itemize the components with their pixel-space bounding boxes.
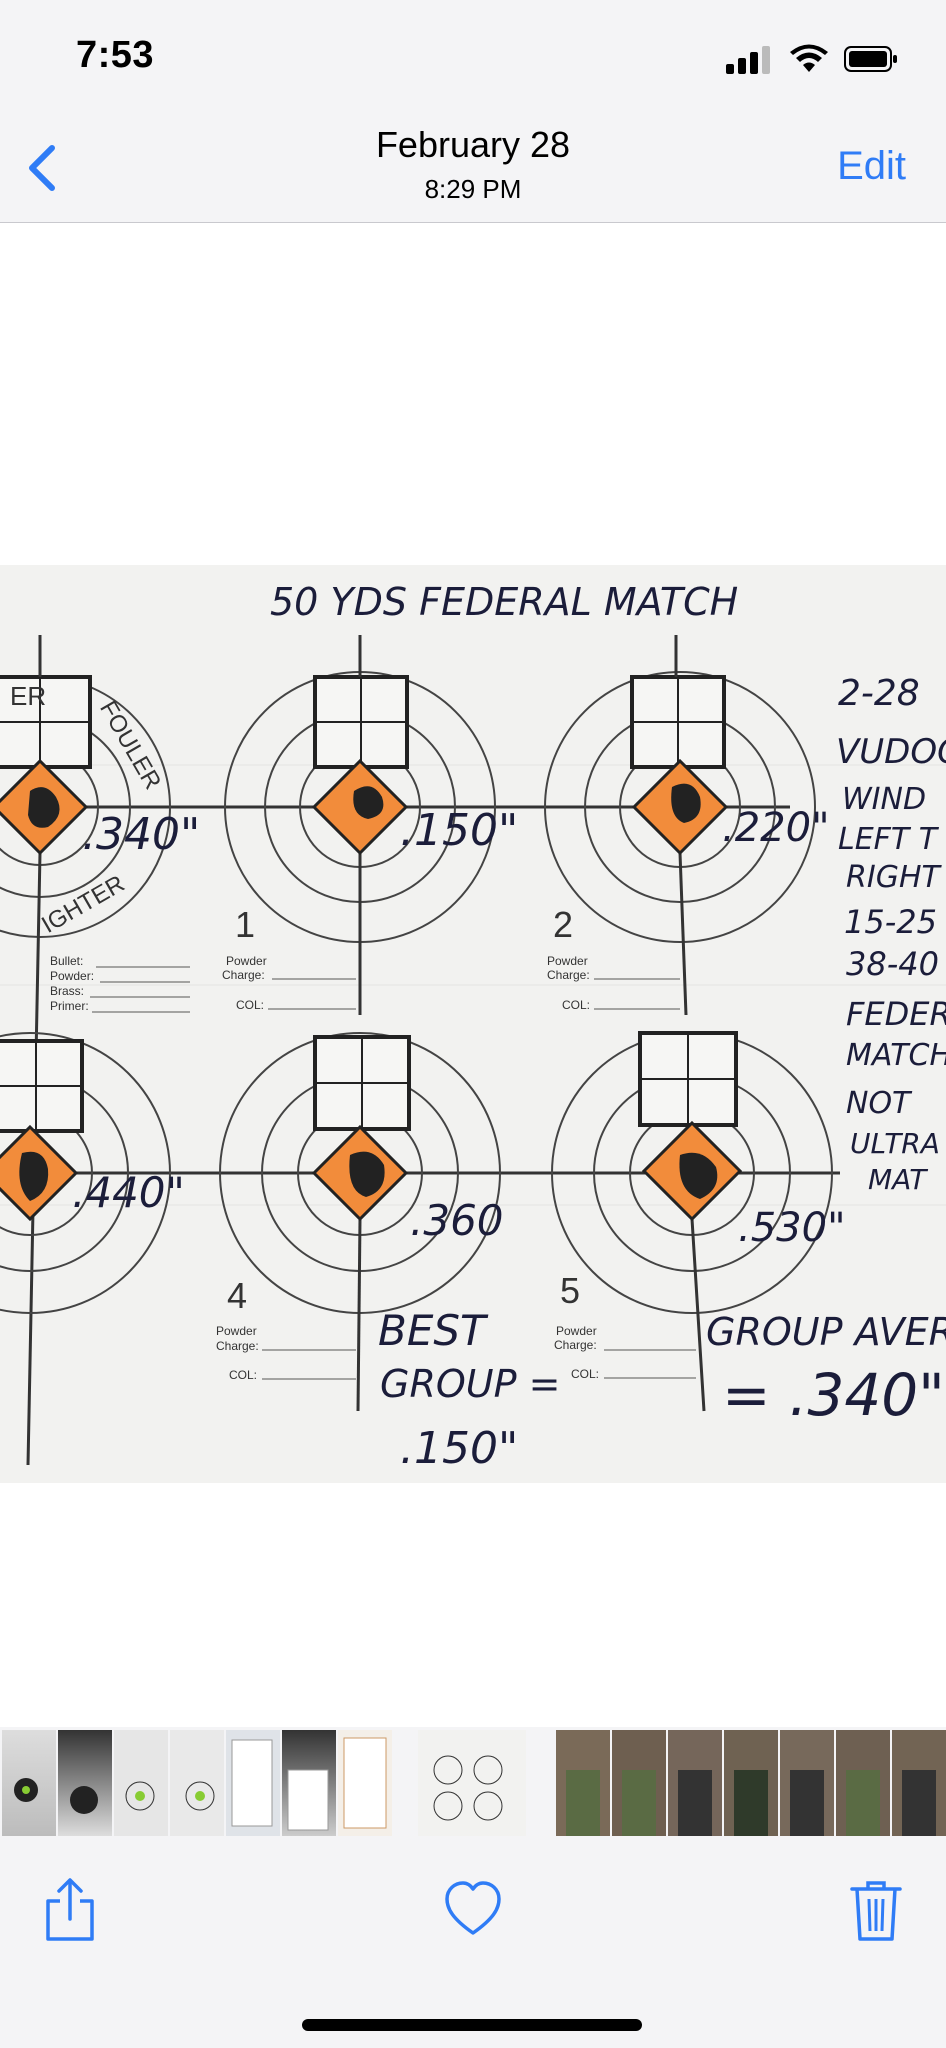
- battery-icon: [844, 46, 897, 72]
- group-size-2: .220": [722, 805, 829, 851]
- powder-label-5: Powder: [556, 1324, 597, 1338]
- thumbnail[interactable]: [892, 1730, 946, 1836]
- chevron-left-icon[interactable]: [18, 136, 68, 200]
- thumbnail[interactable]: [780, 1730, 834, 1836]
- status-time: 7:53: [76, 34, 155, 76]
- side-note-1: VUDOO: [836, 732, 946, 772]
- side-notes: 2-28 VUDOO WIND LEFT T RIGHT 15-25 38-40…: [836, 673, 946, 1196]
- side-note-4: RIGHT: [846, 860, 942, 895]
- charge-label-4: Charge:: [216, 1339, 259, 1353]
- thumbnail[interactable]: [282, 1730, 336, 1836]
- side-note-6: 38-40: [846, 945, 939, 983]
- thumbnail[interactable]: [556, 1730, 610, 1836]
- group-size-4: .360: [410, 1196, 504, 1245]
- group-size-3: .440": [72, 1168, 185, 1217]
- home-indicator[interactable]: [302, 2019, 642, 2031]
- col-label-2: COL:: [562, 998, 590, 1012]
- target-4: .360 4 Powder Charge: COL:: [216, 1032, 504, 1412]
- cellular-signal-icon: [726, 44, 776, 74]
- side-note-10: ULTRA: [850, 1127, 940, 1160]
- bullet-label: Bullet:: [50, 954, 83, 968]
- bottom-toolbar: [0, 1839, 946, 2048]
- thumbnail[interactable]: [58, 1730, 112, 1836]
- thumbnail-current[interactable]: [418, 1730, 526, 1836]
- photo-viewer[interactable]: 50 YDS FEDERAL MATCH ER FOULER IGHTER .: [0, 223, 946, 1727]
- status-icons: [726, 44, 906, 74]
- target-2: .220" 2 Powder Charge: COL:: [544, 635, 829, 1016]
- side-note-5: 15-25: [844, 903, 937, 941]
- col-label-4: COL:: [229, 1368, 257, 1382]
- charge-label-5: Charge:: [554, 1338, 597, 1352]
- side-note-8: MATCH: [846, 1038, 946, 1073]
- share-icon[interactable]: [40, 1875, 100, 1945]
- brass-label: Brass:: [50, 984, 84, 998]
- thumbnail-strip[interactable]: [0, 1727, 946, 1839]
- thumbnail[interactable]: [612, 1730, 666, 1836]
- target-1: .150" 1 Powder Charge: COL:: [222, 635, 518, 1015]
- side-note-9: NOT: [846, 1086, 913, 1121]
- thumbnail[interactable]: [836, 1730, 890, 1836]
- thumbnail[interactable]: [114, 1730, 168, 1836]
- thumbnail[interactable]: [226, 1730, 280, 1836]
- side-note-2: WIND: [842, 782, 926, 817]
- side-note-11: MAT: [868, 1163, 928, 1196]
- target-number-5: 5: [560, 1270, 580, 1311]
- status-bar: 7:53: [0, 0, 946, 120]
- group-size-0: .340": [82, 809, 200, 860]
- group-size-5: .530": [738, 1205, 845, 1251]
- powder-label-1: Powder: [226, 954, 267, 968]
- col-label-1: COL:: [236, 998, 264, 1012]
- side-note-0: 2-28: [838, 673, 920, 714]
- primer-label: Primer:: [50, 999, 89, 1013]
- photo-date: February 28: [375, 124, 571, 165]
- thumbnail[interactable]: [170, 1730, 224, 1836]
- best-group-line-2: GROUP =: [380, 1362, 560, 1406]
- target-number-2: 2: [553, 904, 573, 945]
- target-5: .530" 5 Powder Charge: COL:: [551, 1031, 845, 1412]
- target-number-4: 4: [227, 1275, 247, 1316]
- wifi-icon: [790, 44, 828, 72]
- group-average-line-2: = .340": [722, 1361, 945, 1429]
- side-note-7: FEDER: [846, 995, 946, 1033]
- group-average-line-1: GROUP AVER: [706, 1310, 946, 1354]
- target-number-1: 1: [235, 904, 255, 945]
- target-3: .440": [0, 1032, 185, 1314]
- heart-icon[interactable]: [443, 1875, 503, 1945]
- edit-button[interactable]: Edit: [837, 144, 906, 188]
- target-photo[interactable]: 50 YDS FEDERAL MATCH ER FOULER IGHTER .: [0, 565, 946, 1483]
- trash-icon[interactable]: [846, 1875, 906, 1945]
- thumbnail[interactable]: [668, 1730, 722, 1836]
- thumbnail[interactable]: [724, 1730, 778, 1836]
- photo-time: 8:29 PM: [424, 174, 522, 204]
- charge-label-2: Charge:: [547, 968, 590, 982]
- nav-title: February 28 8:29 PM: [0, 124, 946, 205]
- thumbnail[interactable]: [2, 1730, 56, 1836]
- group-size-1: .150": [400, 805, 518, 856]
- target-sheet: 50 YDS FEDERAL MATCH ER FOULER IGHTER .: [0, 580, 946, 1474]
- powder-label: Powder:: [50, 969, 94, 983]
- powder-label-4: Powder: [216, 1324, 257, 1338]
- stamp-text-0: ER: [10, 681, 46, 711]
- col-label-5: COL:: [571, 1367, 599, 1381]
- stamp-text-2: IGHTER: [37, 870, 129, 939]
- thumbnail[interactable]: [338, 1730, 392, 1836]
- best-group-line-1: BEST: [378, 1306, 489, 1355]
- navigation-bar: February 28 8:29 PM Edit: [0, 120, 946, 223]
- charge-label-1: Charge:: [222, 968, 265, 982]
- best-group-line-3: .150": [400, 1423, 518, 1474]
- sheet-header: 50 YDS FEDERAL MATCH: [270, 580, 738, 624]
- powder-label-2: Powder: [547, 954, 588, 968]
- side-note-3: LEFT T: [838, 822, 940, 857]
